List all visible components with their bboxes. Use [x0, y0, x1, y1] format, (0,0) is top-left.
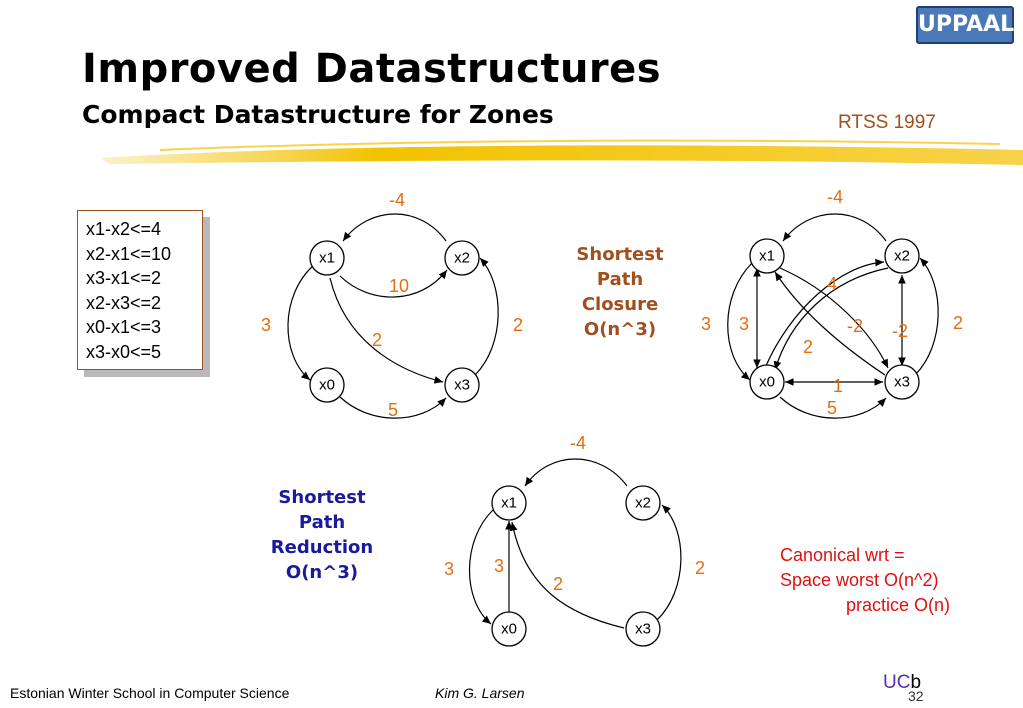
constraint-line: x0-x1<=3 — [86, 317, 162, 337]
title-underline-swoosh — [100, 139, 1023, 165]
node-x0: x0 — [309, 367, 345, 403]
svg-text:x1: x1 — [759, 248, 775, 265]
weight-label: 2 — [953, 313, 963, 333]
canonical-note: Canonical wrt = Space worst O(n^2) pract… — [780, 545, 951, 615]
edge-x0-x2 — [764, 258, 885, 369]
node-x2: x2 — [625, 485, 661, 521]
svg-text:x2: x2 — [635, 495, 651, 512]
node-x3: x3 — [625, 611, 661, 647]
svg-text:x1: x1 — [501, 495, 517, 512]
weight-label: 3 — [739, 314, 749, 334]
constraint-line: x3-x0<=5 — [86, 341, 162, 362]
weight-label: 3 — [494, 556, 504, 576]
constraints-box: x1-x2<=4 x2-x1<=10 x3-x1<=2 x2-x3<=2 x0-… — [77, 210, 203, 370]
slide-subtitle: Compact Datastructure for Zones — [82, 100, 554, 129]
weight-label: 1 — [833, 376, 843, 396]
conference-label: RTSS 1997 — [838, 112, 936, 133]
weight-label: 4 — [827, 274, 837, 294]
svg-text:x1: x1 — [319, 250, 335, 267]
svg-text:x3: x3 — [635, 621, 651, 638]
node-x0: x0 — [749, 364, 785, 400]
graph-original: -4 10 3 2 2 5 x1 x2 x0 x3 — [261, 190, 523, 420]
weight-label: 2 — [553, 574, 563, 594]
constraint-line: x3-x1<=2 — [86, 268, 162, 288]
node-x3: x3 — [884, 364, 920, 400]
edge-x3-x1 — [509, 521, 625, 629]
node-x2: x2 — [444, 240, 480, 276]
edge-x0-x3 — [339, 396, 447, 419]
page-number: 32 — [908, 688, 924, 704]
edge-x1-x0-outer — [727, 262, 753, 381]
weight-label: 5 — [827, 398, 837, 418]
node-x1: x1 — [749, 238, 785, 274]
closure-label: Shortest Path Closure O(n^3) — [576, 244, 664, 340]
uc-logo: UCb — [883, 672, 922, 693]
edge-x1-x2 — [339, 269, 448, 298]
node-x0: x0 — [491, 611, 527, 647]
weight-label: 2 — [513, 315, 523, 335]
weight-label: -4 — [827, 187, 843, 207]
weight-label: 2 — [695, 558, 705, 578]
edge-x3-x1 — [774, 271, 886, 376]
svg-text:x2: x2 — [454, 250, 470, 267]
svg-text:x0: x0 — [501, 621, 517, 638]
weight-label: 2 — [372, 330, 382, 350]
weight-label: 5 — [388, 400, 398, 420]
edge-x2-x1 — [342, 213, 447, 242]
weight-label: -4 — [389, 190, 405, 210]
svg-text:x0: x0 — [319, 377, 335, 394]
edge-x0-x3-bottom — [779, 396, 887, 419]
edge-x2-x1 — [524, 458, 628, 487]
weight-label: -2 — [892, 321, 908, 341]
edge-x2-x0 — [773, 267, 889, 371]
node-x1: x1 — [309, 240, 345, 276]
node-x3: x3 — [444, 367, 480, 403]
edge-x3-x2 — [656, 504, 682, 621]
edge-x1-x0 — [468, 509, 494, 625]
constraint-line: x1-x2<=4 — [86, 219, 162, 239]
node-x2: x2 — [884, 238, 920, 274]
edge-x2-x1 — [782, 213, 887, 242]
constraint-line: x2-x3<=2 — [86, 292, 162, 313]
svg-text:x3: x3 — [894, 374, 910, 391]
svg-text:x3: x3 — [454, 377, 470, 394]
slide-title: Improved Datastructures — [82, 46, 662, 92]
weight-label: 3 — [444, 559, 454, 579]
constraint-line: x2-x1<=10 — [86, 243, 172, 264]
svg-text:x0: x0 — [759, 374, 775, 391]
edge-x1-x3 — [329, 277, 444, 384]
weight-label: 2 — [803, 337, 813, 357]
weight-label: -4 — [570, 433, 586, 453]
graph-reduction: -4 3 3 2 2 x1 x2 x0 x3 — [444, 433, 705, 647]
footer-school: Estonian Winter School in Computer Scien… — [10, 685, 290, 701]
edge-x1-x3 — [779, 267, 889, 369]
uppaal-logo: UPPAAL — [916, 6, 1014, 44]
reduction-label: Shortest Path Reduction O(n^3) — [270, 487, 374, 583]
weight-label: 3 — [261, 315, 271, 335]
edge-x3-x2-outer — [914, 257, 939, 376]
weight-label: 3 — [701, 314, 711, 334]
footer-author: Kim G. Larsen — [435, 685, 525, 701]
node-x1: x1 — [491, 485, 527, 521]
graph-closure: -4 4 3 3 -2 -2 2 2 1 5 x1 x2 x0 x3 — [701, 187, 963, 419]
edge-x3-x2 — [474, 257, 499, 376]
edge-x1-x0 — [287, 264, 315, 381]
svg-text:x2: x2 — [894, 248, 910, 265]
weight-label: -2 — [847, 316, 863, 336]
weight-label: 10 — [389, 276, 409, 296]
